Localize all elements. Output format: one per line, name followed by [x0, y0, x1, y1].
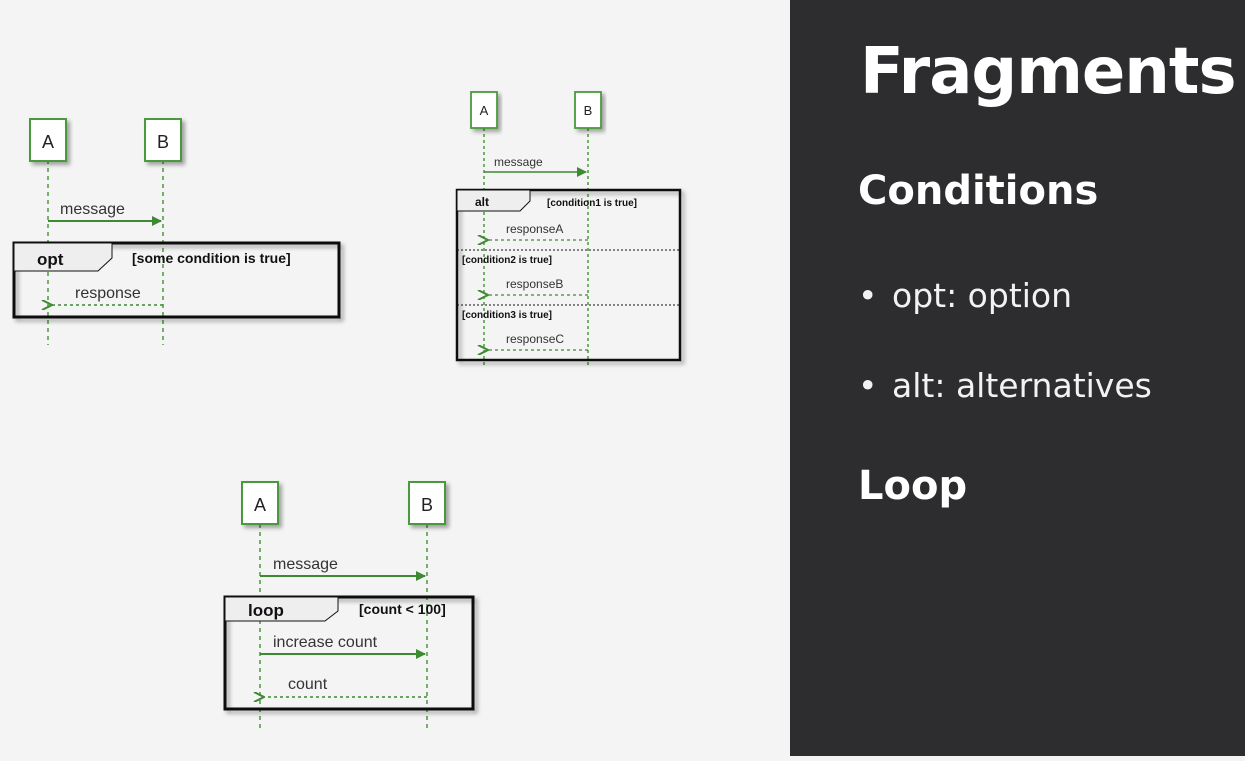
- alt-diagram: A B message alt [condition1 is true] [co…: [455, 91, 682, 365]
- svg-text:B: B: [421, 495, 433, 515]
- participant-b: B: [144, 118, 182, 162]
- diagram-canvas: A B message opt [some condition is true]…: [12, 91, 682, 730]
- svg-text:A: A: [254, 495, 266, 515]
- fragment-condition: [count < 100]: [359, 601, 446, 617]
- svg-text:B: B: [157, 132, 169, 152]
- bullet-item: • opt: option: [858, 279, 1072, 312]
- branch-condition: [condition1 is true]: [547, 198, 637, 209]
- message-label: message: [273, 556, 338, 573]
- reply-label: response: [75, 285, 141, 302]
- sequence-diagrams: A B message opt [some condition is true]…: [12, 91, 682, 730]
- opt-diagram: A B message opt [some condition is true]…: [12, 118, 341, 345]
- opt-fragment: opt [some condition is true]: [12, 241, 341, 319]
- alt-fragment: alt [condition1 is true] [condition2 is …: [455, 188, 682, 362]
- participant-a: A: [29, 118, 67, 162]
- message-label: message: [60, 201, 125, 218]
- branch-condition: [condition2 is true]: [462, 255, 552, 266]
- fragment-keyword: alt: [475, 195, 489, 209]
- slide-title: Fragments: [860, 35, 1237, 109]
- bullet-item: • alt: alternatives: [858, 369, 1152, 402]
- participant-a: A: [470, 91, 498, 129]
- branch-condition: [condition3 is true]: [462, 310, 552, 321]
- svg-text:B: B: [584, 103, 593, 118]
- participant-b: B: [408, 481, 446, 525]
- bullet-glyph: •: [858, 366, 878, 405]
- participant-a: A: [241, 481, 279, 525]
- svg-text:A: A: [480, 103, 489, 118]
- loop-fragment: loop [count < 100]: [223, 595, 475, 711]
- section-heading-loop: Loop: [858, 463, 968, 509]
- slide-text-panel: Fragments Conditions • opt: option • alt: …: [790, 0, 1245, 756]
- reply-label: count: [288, 676, 328, 693]
- fragment-condition: [some condition is true]: [132, 250, 291, 266]
- section-heading-conditions: Conditions: [858, 168, 1099, 214]
- message-label: message: [494, 155, 543, 169]
- reply-label: responseA: [506, 222, 563, 236]
- bullet-text: alt: alternatives: [892, 366, 1152, 405]
- reply-label: responseC: [506, 332, 564, 346]
- reply-label: responseB: [506, 277, 563, 291]
- loop-diagram: A B message loop [count < 100] increase …: [223, 481, 475, 730]
- bullet-glyph: •: [858, 276, 878, 315]
- bullet-text: opt: option: [892, 276, 1073, 315]
- fragment-keyword: opt: [37, 250, 64, 269]
- svg-text:A: A: [42, 132, 54, 152]
- inner-message-label: increase count: [273, 634, 378, 651]
- fragment-keyword: loop: [248, 601, 284, 620]
- participant-b: B: [574, 91, 602, 129]
